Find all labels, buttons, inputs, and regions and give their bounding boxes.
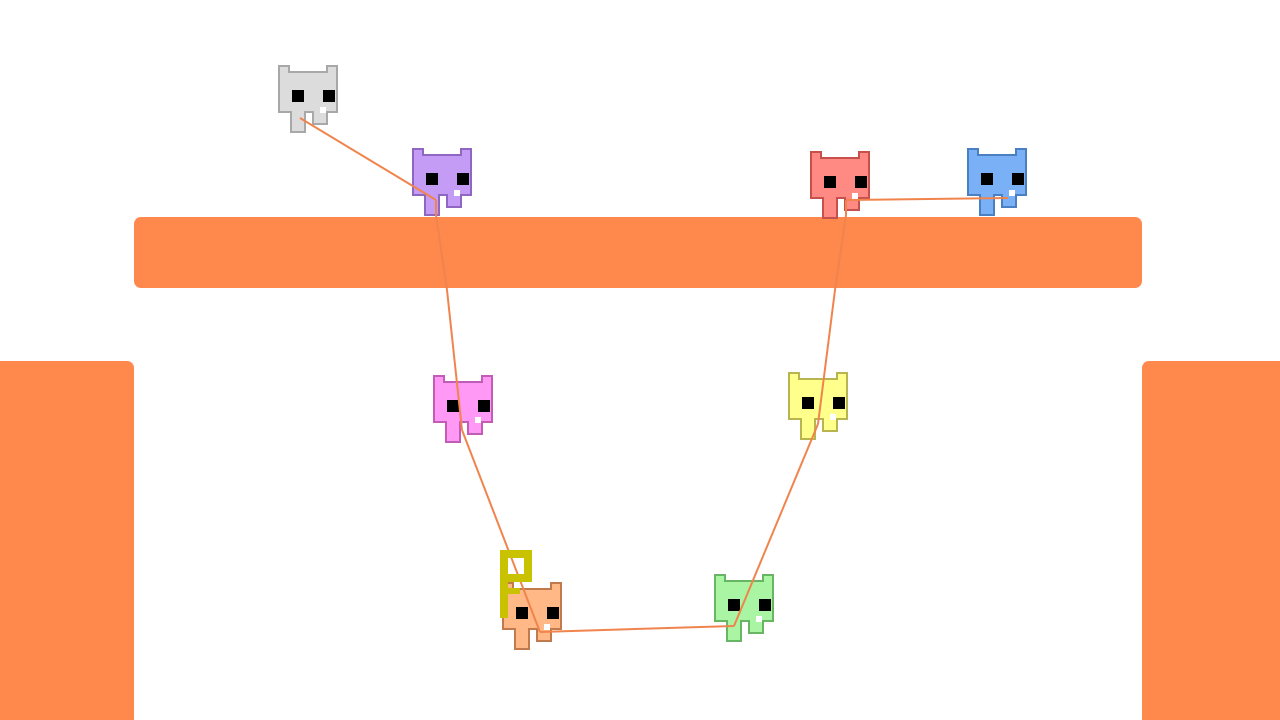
player-cat-red bbox=[808, 149, 872, 223]
cat-icon bbox=[433, 375, 493, 443]
cat-eye bbox=[547, 607, 559, 619]
player-cat-pink bbox=[431, 373, 495, 447]
cat-icon bbox=[278, 65, 338, 133]
cat-eye bbox=[824, 176, 836, 188]
cat-icon bbox=[412, 148, 472, 216]
cat-eye bbox=[1012, 173, 1024, 185]
center-platform bbox=[134, 217, 1142, 288]
cat-eye bbox=[759, 599, 771, 611]
player-cat-yellow bbox=[786, 370, 850, 444]
player-cat-blue bbox=[965, 146, 1029, 220]
cat-eye bbox=[728, 599, 740, 611]
left-wall bbox=[0, 361, 134, 720]
cat-eye bbox=[457, 173, 469, 185]
cat-eye bbox=[802, 397, 814, 409]
player-cat-purple bbox=[410, 146, 474, 220]
key-icon bbox=[500, 550, 532, 618]
cat-eye bbox=[292, 90, 304, 102]
cat-eye bbox=[981, 173, 993, 185]
cat-eye bbox=[855, 176, 867, 188]
cat-icon bbox=[810, 151, 870, 219]
key-item bbox=[496, 548, 536, 622]
player-cat-green bbox=[712, 572, 776, 646]
cat-icon bbox=[967, 148, 1027, 216]
cat-eye bbox=[323, 90, 335, 102]
cat-icon bbox=[714, 574, 774, 642]
cat-eye bbox=[447, 400, 459, 412]
cat-eye bbox=[478, 400, 490, 412]
cat-icon bbox=[788, 372, 848, 440]
right-wall bbox=[1142, 361, 1280, 720]
rope-segment bbox=[539, 625, 735, 633]
player-cat-gray bbox=[276, 63, 340, 137]
cat-eye bbox=[833, 397, 845, 409]
cat-eye bbox=[426, 173, 438, 185]
